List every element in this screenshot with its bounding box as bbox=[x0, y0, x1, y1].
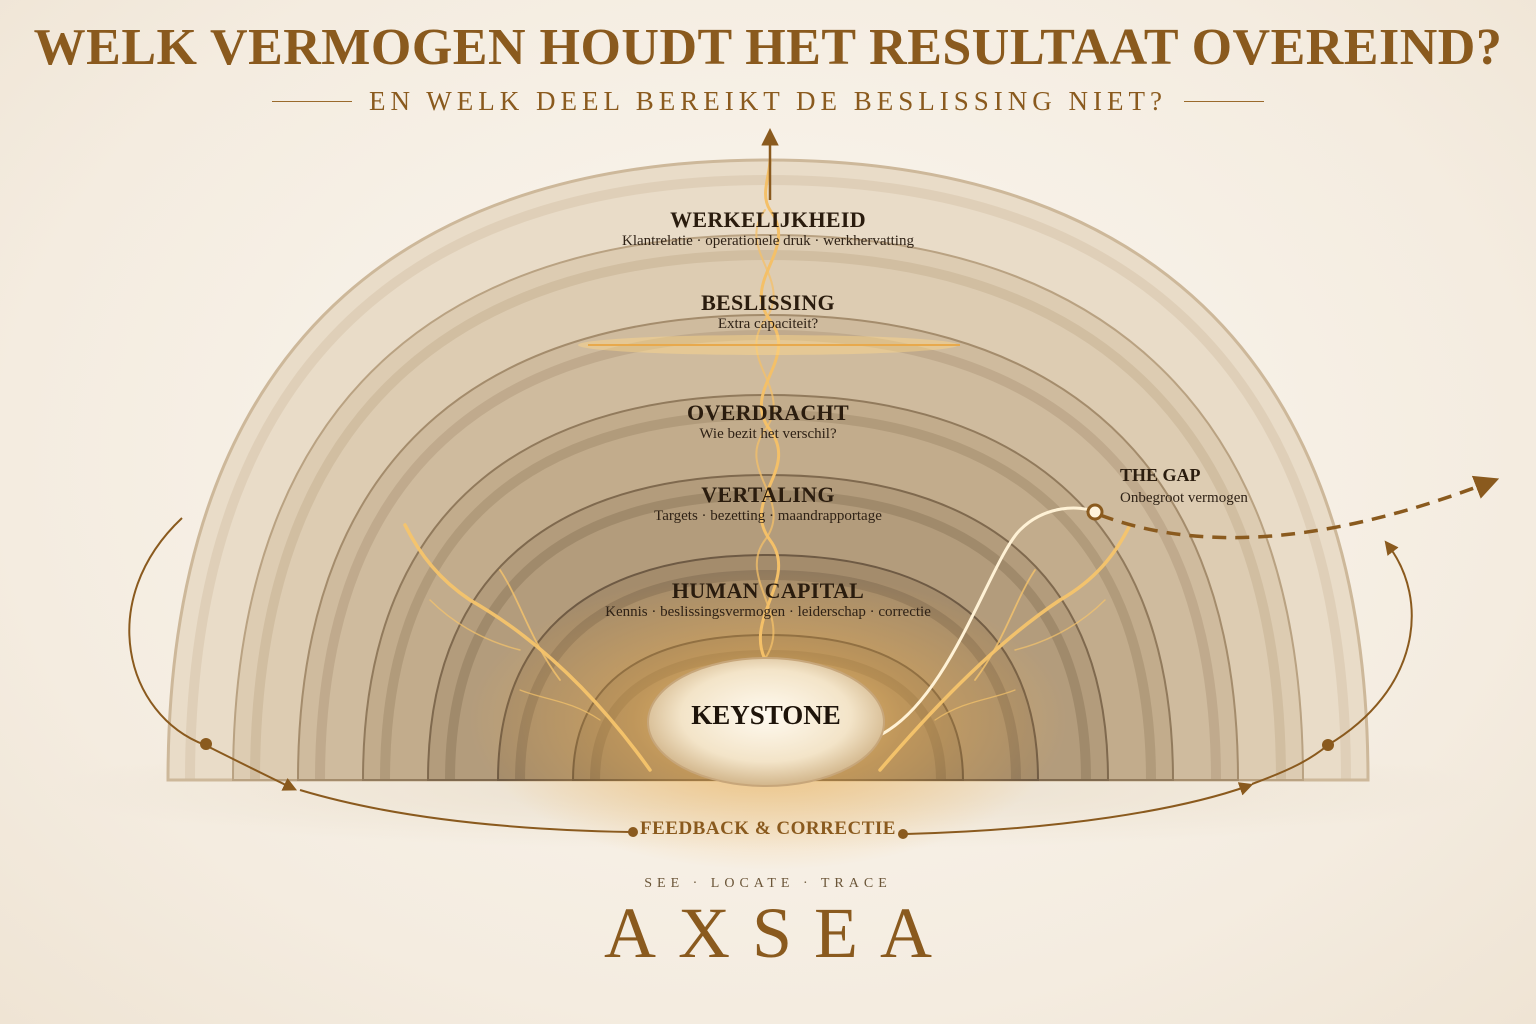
feedback-left-arc bbox=[128, 517, 298, 791]
stone-arch-shade-2 bbox=[250, 249, 1286, 781]
subtitle-rule-left bbox=[272, 101, 352, 102]
layer-subtitle: Klantrelatie · operationele druk · werkh… bbox=[622, 233, 914, 249]
layer-overdracht[interactable]: OVERDRACHT Wie bezit het verschil? bbox=[568, 400, 968, 443]
layer-beslissing[interactable]: BESLISSING Extra capaciteit? bbox=[568, 290, 968, 333]
stream-strand-1 bbox=[758, 158, 781, 667]
keystone[interactable] bbox=[647, 657, 885, 787]
gap-subtitle: Onbegroot vermogen bbox=[1120, 490, 1248, 506]
layer-human-capital[interactable]: HUMAN CAPITAL Kennis · beslissingsvermog… bbox=[518, 578, 1018, 621]
tagline: SEE · LOCATE · TRACE bbox=[644, 876, 892, 891]
vein-left-branch-3 bbox=[519, 689, 601, 721]
vein-right-main bbox=[878, 523, 1132, 772]
vein-right-branch-3 bbox=[934, 689, 1016, 721]
layer-title: BESLISSING bbox=[701, 290, 835, 315]
feedback-bottom-right bbox=[905, 782, 1254, 835]
gap-node bbox=[1086, 503, 1104, 521]
feedback-bottom-left bbox=[299, 789, 631, 833]
layer-title: OVERDRACHT bbox=[687, 400, 849, 425]
gap-title: THE GAP bbox=[1120, 465, 1201, 485]
central-stream bbox=[755, 158, 781, 667]
layer-vertaling[interactable]: VERTALING Targets · bezetting · maandrap… bbox=[568, 482, 968, 525]
layer-subtitle: Extra capaciteit? bbox=[717, 316, 819, 332]
vein-left-branch-2 bbox=[429, 599, 521, 651]
feedback-right-arc bbox=[1251, 540, 1413, 785]
feedback-label: FEEDBACK & CORRECTIE bbox=[640, 818, 896, 839]
gap-arrow bbox=[1099, 475, 1500, 540]
layer-title: WERKELIJKHEID bbox=[670, 207, 866, 232]
page-title: WELK VERMOGEN HOUDT HET RESULTAAT OVEREI… bbox=[33, 19, 1503, 76]
vein-right-branch-2 bbox=[1014, 599, 1106, 651]
page-subtitle: EN WELK DEEL BEREIKT DE BESLISSING NIET? bbox=[369, 86, 1167, 116]
keystone-stone bbox=[647, 657, 885, 787]
decision-glow-line bbox=[578, 335, 960, 355]
stream-strand-2 bbox=[755, 209, 775, 666]
vein-left-main bbox=[403, 523, 652, 772]
layer-subtitle: Targets · bezetting · maandrapportage bbox=[654, 508, 882, 524]
layer-subtitle: Kennis · beslissingsvermogen · leidersch… bbox=[605, 604, 931, 620]
vein-right-branch-1 bbox=[974, 569, 1036, 681]
keystone-label: KEYSTONE bbox=[691, 700, 841, 730]
layer-subtitle: Wie bezit het verschil? bbox=[699, 426, 837, 442]
feedback-dot-label-right bbox=[898, 829, 908, 839]
feedback-dot-label-left bbox=[628, 827, 638, 837]
vein-left-branch-1 bbox=[499, 569, 561, 681]
layer-title: VERTALING bbox=[701, 482, 835, 507]
layer-werkelijkheid[interactable]: WERKELIJKHEID Klantrelatie · operationel… bbox=[568, 207, 968, 250]
feedback-loop bbox=[128, 517, 1413, 835]
gap-flow-line bbox=[878, 506, 1097, 737]
feedback-dot-right bbox=[1322, 739, 1334, 751]
subtitle-rule-right bbox=[1184, 101, 1264, 102]
feedback-dot-left bbox=[200, 738, 212, 750]
layer-title: HUMAN CAPITAL bbox=[671, 578, 865, 603]
glow-veins bbox=[403, 506, 1132, 772]
brand-logo: AXSEA bbox=[603, 893, 954, 973]
stone-arch-shade-3 bbox=[315, 329, 1221, 781]
